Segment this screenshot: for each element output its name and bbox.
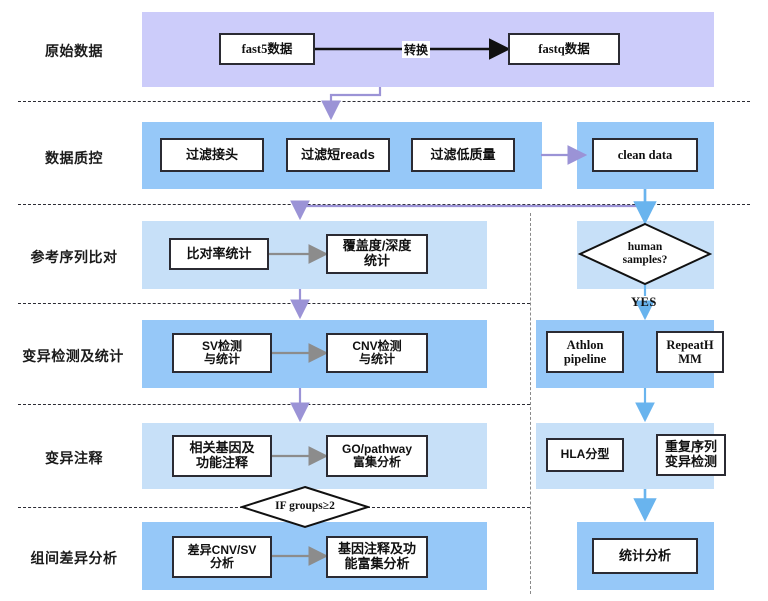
node-repeat-seq-variant[interactable]: 重复序列 变异检测 <box>656 434 726 476</box>
node-statistical-analysis[interactable]: 统计分析 <box>592 538 698 574</box>
node-hla-typing[interactable]: HLA分型 <box>546 438 624 472</box>
row-label-variant: 变异检测及统计 <box>22 348 124 364</box>
row-label-qc: 数据质控 <box>45 150 103 166</box>
node-gene-anno-enrich[interactable]: 基因注释及功 能富集分析 <box>326 536 428 578</box>
edge-label-yes: YES <box>631 295 657 309</box>
row-label-group-diff: 组间差异分析 <box>30 550 118 566</box>
node-athlon-pipeline[interactable]: Athlon pipeline <box>546 331 624 373</box>
separator-4 <box>18 404 530 405</box>
separator-2 <box>18 204 750 205</box>
row-label-annotation: 变异注释 <box>45 450 103 466</box>
row-label-raw-data: 原始数据 <box>45 43 103 59</box>
node-diff-cnv-sv[interactable]: 差异CNV/SV 分析 <box>172 536 272 578</box>
column-divider <box>530 213 531 594</box>
node-go-pathway[interactable]: GO/pathway 富集分析 <box>326 435 428 477</box>
separator-1 <box>18 101 750 102</box>
node-filter-short-reads[interactable]: 过滤短reads <box>286 138 390 172</box>
decision-human-samples[interactable]: human samples? <box>578 222 712 286</box>
node-align-rate[interactable]: 比对率统计 <box>169 238 269 270</box>
node-cnv-detect[interactable]: CNV检测 与统计 <box>326 333 428 373</box>
row-label-alignment: 参考序列比对 <box>30 249 118 265</box>
separator-5-right <box>362 507 530 508</box>
node-coverage-depth[interactable]: 覆盖度/深度 统计 <box>326 234 428 274</box>
node-gene-function-annotation[interactable]: 相关基因及 功能注释 <box>172 435 272 477</box>
separator-3 <box>18 303 530 304</box>
decision-if-groups[interactable]: IF groups≥2 <box>240 485 370 529</box>
node-fastq[interactable]: fastq数据 <box>508 33 620 65</box>
node-sv-detect[interactable]: SV检测 与统计 <box>172 333 272 373</box>
node-filter-low-quality[interactable]: 过滤低质量 <box>411 138 515 172</box>
node-filter-adapter[interactable]: 过滤接头 <box>160 138 264 172</box>
edge-label-convert: 转换 <box>402 41 431 58</box>
node-fast5[interactable]: fast5数据 <box>219 33 315 65</box>
node-repeathmm[interactable]: RepeatH MM <box>656 331 724 373</box>
node-clean-data[interactable]: clean data <box>592 138 698 172</box>
separator-5-left <box>18 507 248 508</box>
